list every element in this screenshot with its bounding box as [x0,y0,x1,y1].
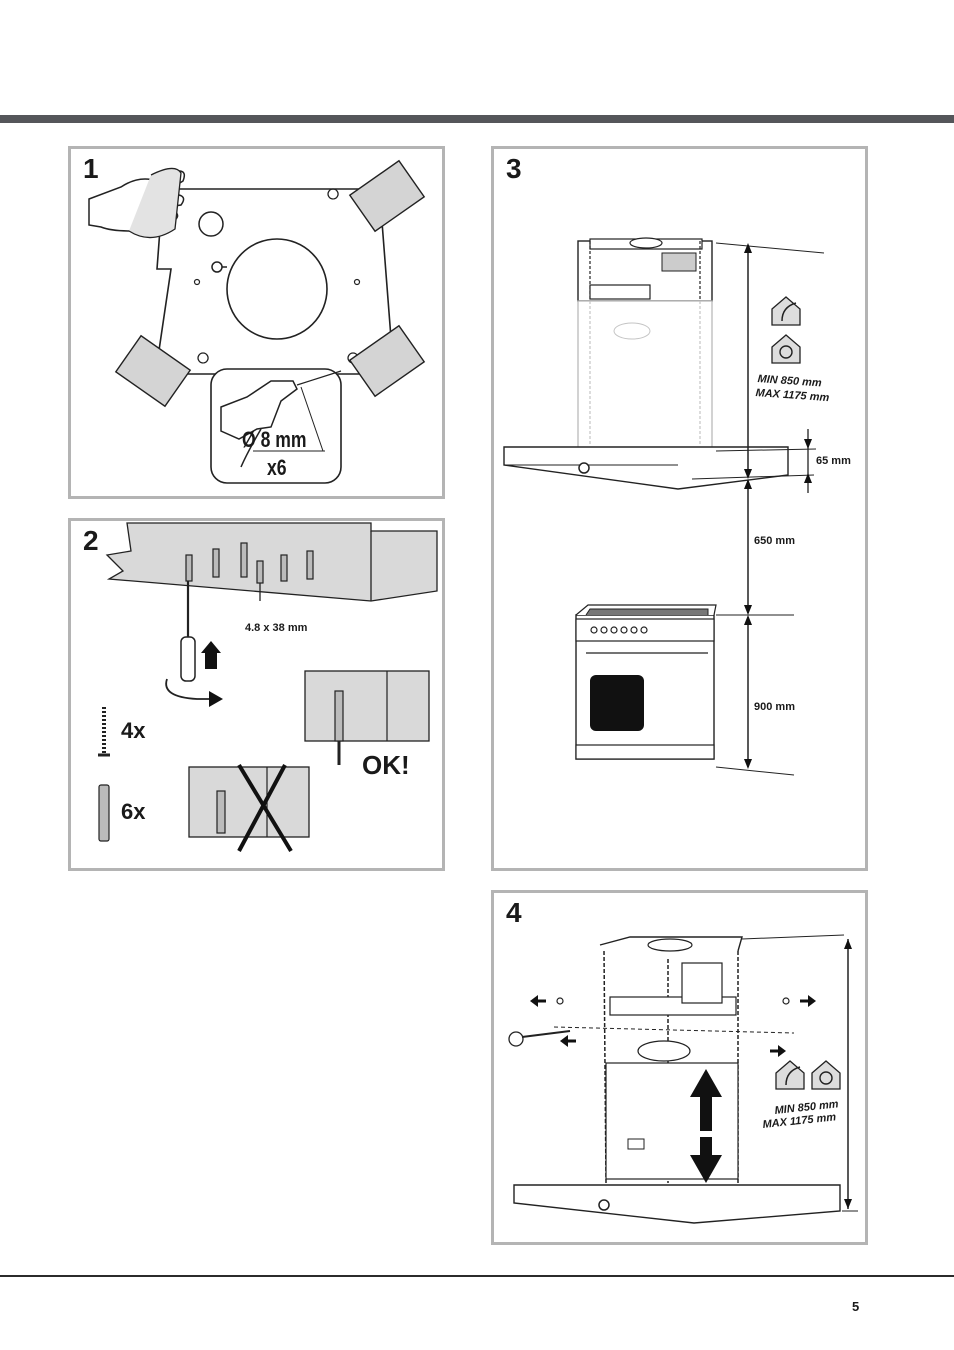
hood-canopy [503,446,789,490]
adhesive-tape [348,159,426,233]
wall-block-wrong [188,766,310,838]
wall-block-correct [304,670,430,742]
step-number: 4 [506,897,522,928]
adjust-down-arrow-icon [690,1137,722,1183]
recirculation-mode-icon [811,1060,841,1090]
cross-mark-icon [237,763,293,853]
control-knob [578,462,590,474]
drill-callout [210,368,342,484]
ducted-mode-icon [775,1060,805,1090]
wall-plug-icon [98,784,110,842]
screwdriver-icon [508,1031,524,1047]
installation-height-illustration [503,237,825,776]
step-1-panel: 1 Ø 8 mm x6 [68,146,445,499]
step-2-panel: 2 4.8 x 38 mm 4x 6x OK! [68,518,445,871]
screw-count-label: 4x [121,718,146,743]
up-arrow-icon [201,641,221,669]
drill-count-label: x6 [267,455,287,480]
template-drilling-illustration [88,159,426,484]
left-arrow-icon [530,995,538,1007]
cooker-height-label: 900 mm [754,701,795,713]
header-bar [0,115,954,123]
chimney-adjustment-illustration [508,934,858,1224]
step-number: 3 [506,153,522,184]
hood-canopy [513,1184,841,1224]
footer-rule [0,1275,954,1277]
drill-icon [220,380,298,440]
recirculation-mode-icon [771,334,801,364]
oven-door-window [590,675,644,731]
step-number: 1 [83,153,99,184]
screw-icon [98,707,110,757]
plug-count-label: 6x [121,799,146,824]
wall-plug-illustration [98,522,438,853]
drill-size-label: Ø 8 mm [242,427,307,452]
screw-size-label: 4.8 x 38 mm [245,622,308,634]
hood-thickness-label: 65 mm [816,455,851,467]
rotate-arrow-icon [209,691,223,707]
clearance-label: 650 mm [754,535,795,547]
ducted-mode-icon [771,296,801,326]
duct-hole [226,238,328,340]
template-hole [198,211,224,237]
ok-label: OK! [362,750,410,780]
control-knob [598,1199,610,1211]
step-3-panel: 3 MIN 850 mm MAX 1175 mm 65 mm 650 mm 90… [491,146,868,871]
page-number: 5 [852,1299,860,1314]
step-number: 2 [83,525,99,556]
right-arrow-icon [808,995,816,1007]
screwdriver-icon [180,636,196,682]
ceiling-block [105,522,438,602]
step-4-panel: 4 MIN 850 mm MAX 1175 mm [491,890,868,1245]
peeled-backing [128,167,182,239]
adhesive-tape [348,324,426,398]
adjust-up-arrow-icon [690,1069,722,1131]
adhesive-tape [114,334,192,408]
